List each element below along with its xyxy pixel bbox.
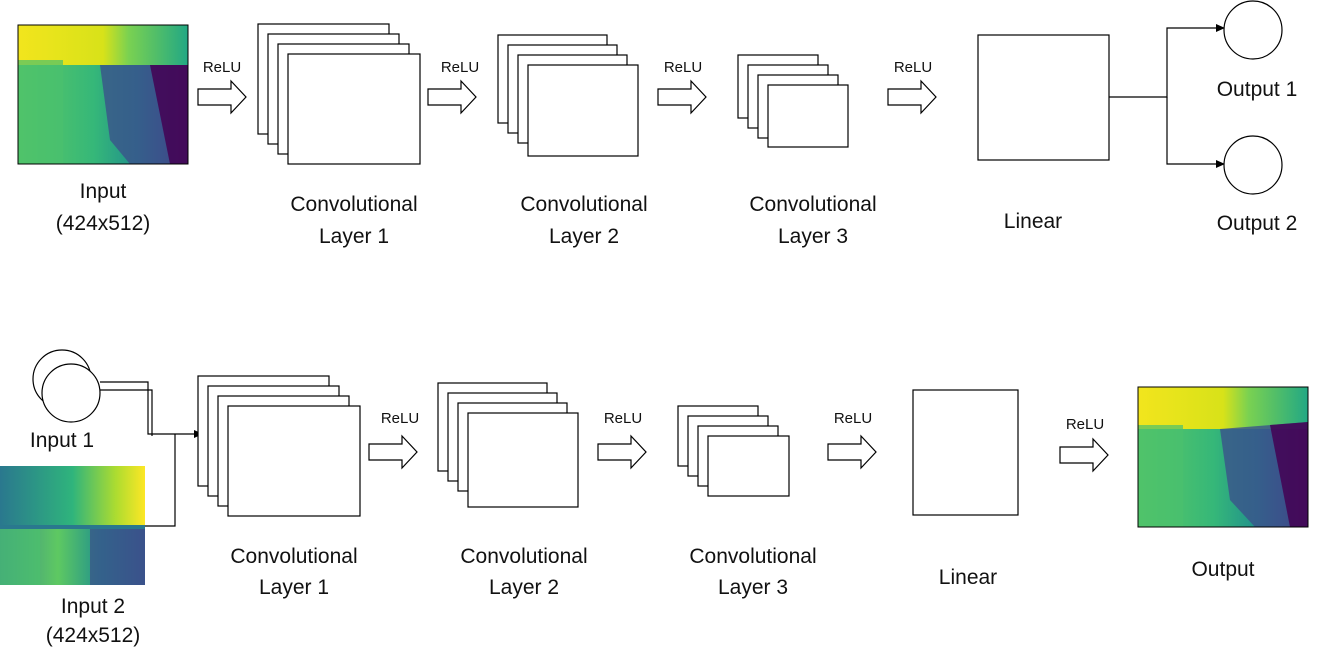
top-output-connectors [1109, 24, 1225, 168]
top-conv-2-sublabel: Layer 2 [549, 225, 619, 248]
bottom-output-label: Output [1191, 558, 1254, 581]
top-relu-arrow-3 [657, 79, 707, 115]
top-linear-label: Linear [1004, 210, 1062, 233]
top-input-size-label: (424x512) [56, 212, 151, 235]
bottom-input-2-depth-image [0, 466, 145, 585]
bottom-relu-arrow-2 [597, 434, 647, 470]
top-conv-3-label: Convolutional [749, 193, 876, 216]
bottom-conv-2-sublabel: Layer 2 [489, 576, 559, 599]
top-conv-2-label: Convolutional [520, 193, 647, 216]
top-relu-label-2: ReLU [441, 59, 479, 76]
top-relu-arrow-4 [887, 79, 937, 115]
top-relu-arrow-2 [427, 79, 477, 115]
bottom-input-2-connector [145, 434, 176, 527]
top-relu-arrow-1 [197, 79, 247, 115]
top-output-1-label: Output 1 [1217, 78, 1298, 101]
bottom-conv-3-label: Convolutional [689, 545, 816, 568]
bottom-conv-1-sublabel: Layer 1 [259, 576, 329, 599]
bottom-input-1-connector [100, 381, 203, 438]
bottom-relu-label-1: ReLU [381, 410, 419, 427]
top-relu-label-1: ReLU [203, 59, 241, 76]
bottom-input-2-size-label: (424x512) [46, 624, 141, 647]
bottom-conv-3-sublabel: Layer 3 [718, 576, 788, 599]
bottom-relu-arrow-1 [368, 434, 418, 470]
top-input-depth-image [17, 24, 189, 165]
top-conv-layer-3-stack [737, 54, 849, 148]
bottom-conv-layer-3-stack [677, 405, 790, 497]
top-conv-layer-1-stack [257, 23, 421, 165]
bottom-relu-label-3: ReLU [834, 410, 872, 427]
bottom-input-1-label: Input 1 [30, 429, 94, 452]
top-conv-1-sublabel: Layer 1 [319, 225, 389, 248]
bottom-relu-arrow-4 [1059, 437, 1109, 473]
bottom-input-1-nodes [32, 349, 101, 423]
bottom-conv-layer-1-stack [197, 375, 361, 517]
top-output-2-label: Output 2 [1217, 212, 1298, 235]
bottom-linear-box [912, 389, 1019, 516]
bottom-input-2-label: Input 2 [61, 595, 125, 618]
bottom-output-depth-image [1137, 386, 1309, 528]
bottom-relu-arrow-3 [827, 434, 877, 470]
top-output-1-node [1223, 0, 1283, 60]
top-conv-1-label: Convolutional [290, 193, 417, 216]
top-input-label: Input [80, 180, 127, 203]
bottom-relu-label-4: ReLU [1066, 416, 1104, 433]
top-relu-label-3: ReLU [664, 59, 702, 76]
top-relu-label-4: ReLU [894, 59, 932, 76]
top-output-2-node [1223, 135, 1283, 195]
bottom-relu-label-2: ReLU [604, 410, 642, 427]
top-linear-box [977, 34, 1110, 161]
bottom-conv-layer-2-stack [437, 382, 579, 508]
top-conv-layer-2-stack [497, 34, 639, 157]
bottom-conv-1-label: Convolutional [230, 545, 357, 568]
bottom-conv-2-label: Convolutional [460, 545, 587, 568]
top-conv-3-sublabel: Layer 3 [778, 225, 848, 248]
bottom-linear-label: Linear [939, 566, 997, 589]
